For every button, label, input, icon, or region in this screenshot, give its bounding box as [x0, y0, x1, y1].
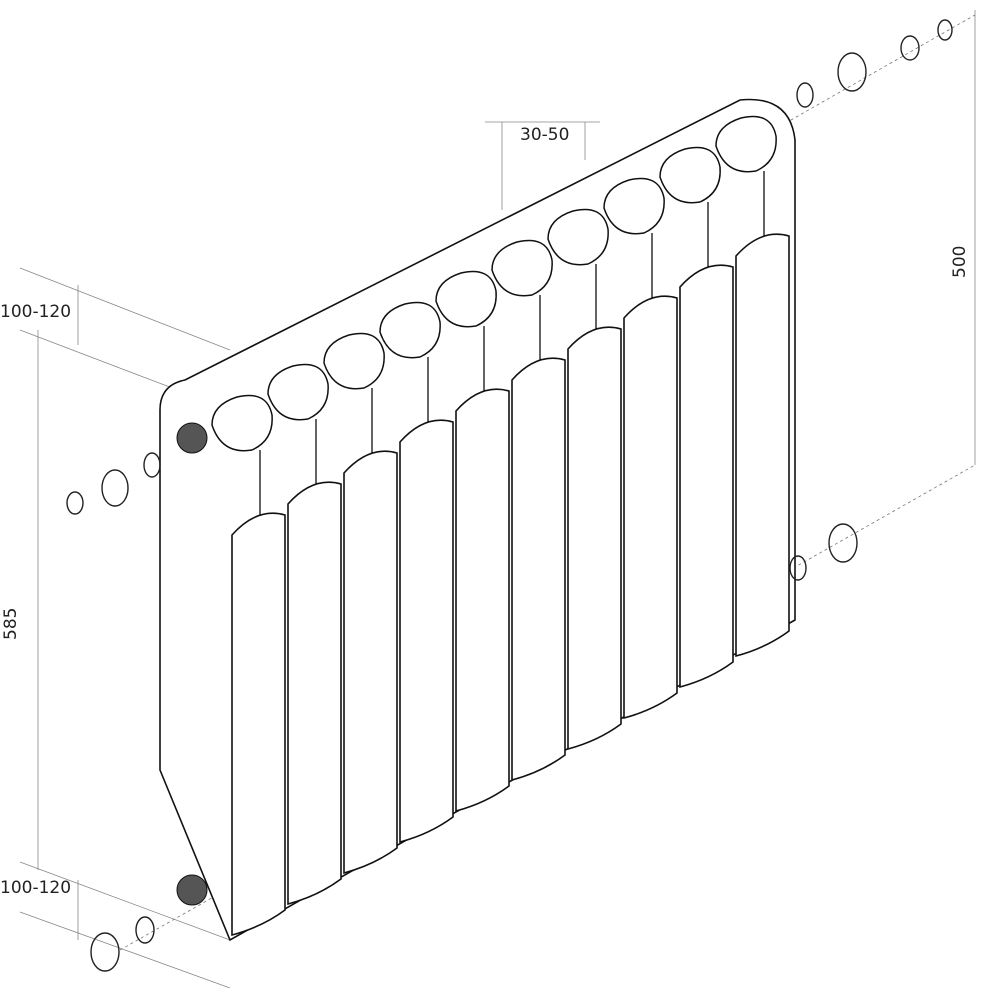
radiator-section-panel [231, 512, 286, 937]
radiator-section-panel [511, 357, 566, 782]
air-valve [937, 19, 953, 41]
section-header [659, 146, 721, 204]
section-header [603, 177, 665, 235]
section-header [379, 301, 441, 359]
section-header [491, 239, 553, 297]
gasket-ring [143, 452, 161, 478]
bottom-inlet-port [176, 874, 208, 906]
height-label: 585 [1, 608, 21, 640]
adapter-fitting [837, 52, 867, 92]
section-header [211, 394, 273, 452]
top-depth-label: 100-120 [0, 302, 71, 322]
radiator-sections [231, 233, 790, 937]
gasket-ring [789, 555, 807, 581]
section-header [267, 363, 329, 421]
radiator-section-panel [343, 450, 398, 875]
radiator-section-panel [623, 295, 678, 720]
adapter-fitting [828, 523, 858, 563]
radiator-section-panel [735, 233, 790, 658]
air-valve-fitting [900, 35, 920, 61]
section-header [547, 208, 609, 266]
wall-gap-label: 30-50 [520, 125, 569, 145]
radiator-section-panel [567, 326, 622, 751]
plug-fitting [101, 469, 129, 507]
axis-distance-label: 500 [950, 246, 970, 278]
radiator-section-panel [287, 481, 342, 906]
top-inlet-port [176, 422, 208, 454]
gasket-ring [796, 82, 814, 108]
radiator-section-panel [399, 419, 454, 844]
radiator-top-headers [211, 115, 777, 520]
bottom-depth-label: 100-120 [0, 878, 71, 898]
radiator-section-panel [679, 264, 734, 689]
radiator-section-panel [455, 388, 510, 813]
section-header [435, 270, 497, 328]
fittings [66, 19, 953, 972]
section-header [323, 332, 385, 390]
section-header [715, 115, 777, 173]
gasket-ring [135, 916, 155, 944]
plug-fitting [90, 932, 120, 972]
plug-cap [66, 491, 84, 515]
